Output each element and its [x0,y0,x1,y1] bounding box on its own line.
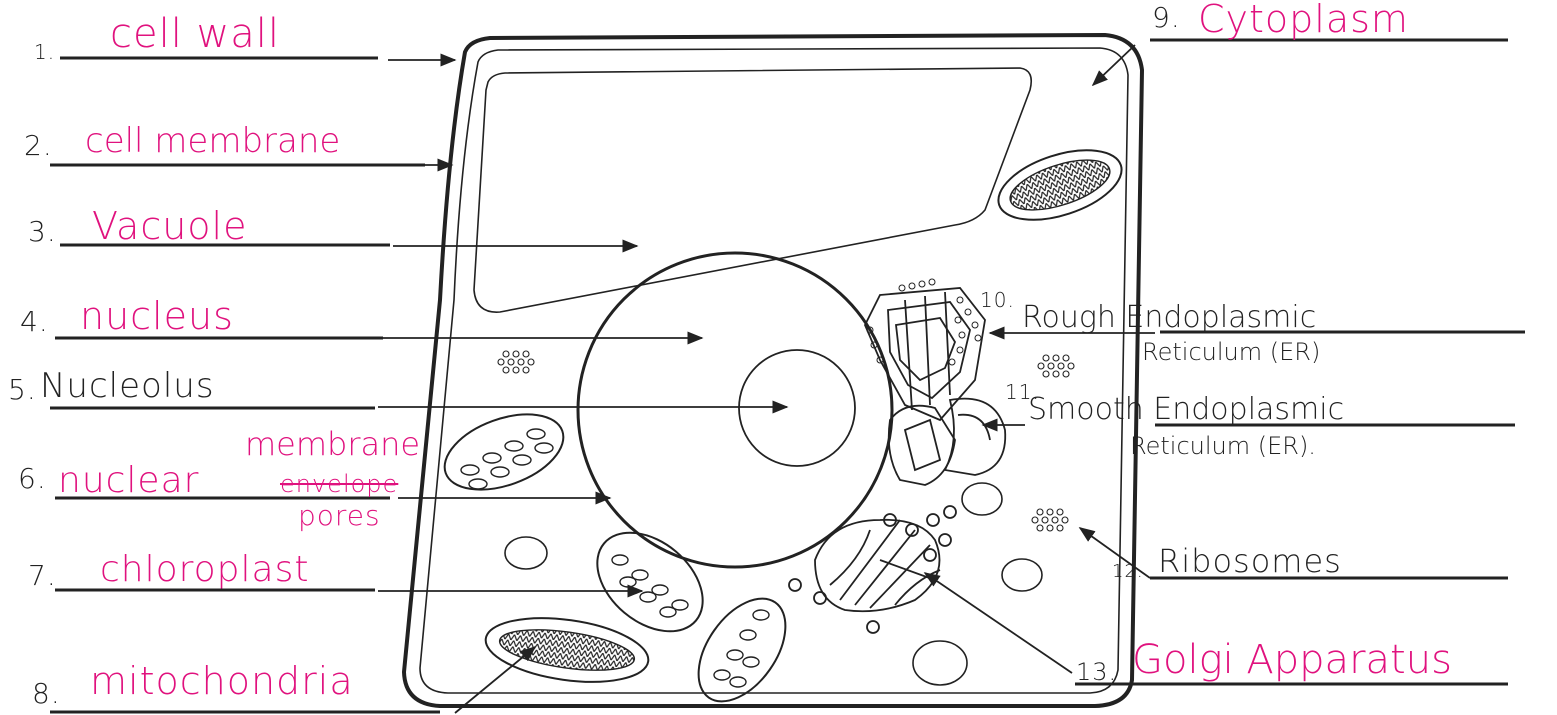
label-3-number: 3. [28,218,57,246]
chloroplast-center [578,513,721,651]
label-7-answer: chloroplast [100,552,309,588]
label-3-answer: Vacuole [92,207,248,245]
label-1-answer: cell wall [110,14,280,54]
nucleus [578,253,892,567]
label-8-number: 8. [32,680,61,708]
golgi-apparatus [789,506,956,633]
label-6-correction-above: membrane [245,428,420,460]
label-5-number: 5. [8,376,37,404]
label-9-answer: Cytoplasm [1198,0,1409,38]
nucleolus [739,350,855,466]
label-4-answer: nucleus [80,297,234,335]
label-6-correction-below: pores [298,502,381,530]
label-11-answer: Smooth Endoplasmic [1028,395,1344,425]
label-1-number: 1. [34,42,55,62]
label-10-answer: Rough Endoplasmic [1022,303,1316,333]
pointer-arrows [378,45,1155,713]
label-2-number: 2. [24,132,53,160]
chloroplast-lower [681,583,803,715]
label-4-number: 4. [20,308,49,336]
label-6-number: 6. [18,465,47,493]
label-10-answer-line2: Reticulum (ER) [1142,340,1320,364]
label-12-answer: Ribosomes [1158,545,1342,577]
label-5-answer: Nucleolus [40,369,215,403]
mitochondrion-lower [482,609,653,691]
vacuole [474,68,1031,312]
label-8-answer: mitochondria [90,662,354,700]
label-13-answer: Golgi Apparatus [1132,640,1452,680]
mitochondrion-upper [990,137,1130,234]
label-13-number: 13. [1076,660,1117,684]
label-9-number: 9. [1152,4,1181,32]
label-2-answer: cell membrane [85,124,340,158]
label-12-number: 12. [1112,563,1144,581]
label-10-number: 10. [980,290,1015,310]
label-11-answer-line2: Reticulum (ER). [1130,434,1316,458]
label-6-answer: nuclear [58,463,199,499]
cell-membrane [420,48,1128,693]
label-6-struck-word: envelope [280,472,398,496]
chloroplast-left [434,400,573,504]
label-7-number: 7. [28,562,57,590]
cell-wall [404,35,1142,706]
ribosomes [498,351,1074,531]
